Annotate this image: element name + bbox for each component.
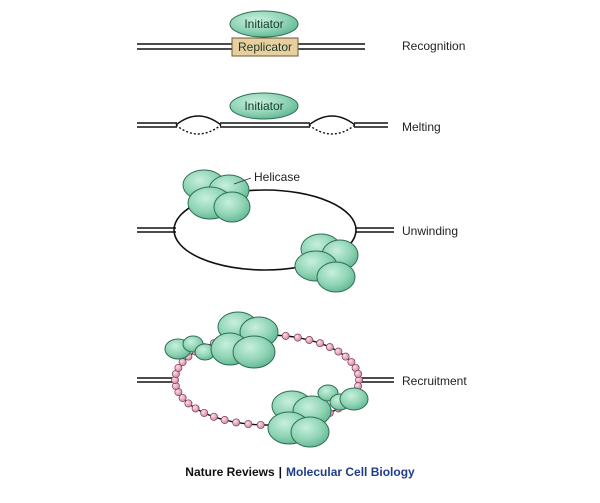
helicase-complex bbox=[267, 390, 332, 448]
stage-recruitment: Recruitment bbox=[137, 311, 467, 448]
melted-bubble-left bbox=[175, 115, 222, 135]
replicator-box bbox=[231, 37, 299, 57]
primer-bead bbox=[184, 399, 193, 408]
primer-bead bbox=[256, 420, 265, 429]
stage-melting: Initiator Melting bbox=[137, 92, 441, 135]
initiator-protein bbox=[229, 10, 299, 38]
replicator-label: Replicator bbox=[238, 40, 292, 54]
primer-bead bbox=[325, 343, 334, 352]
initiator-label: Initiator bbox=[244, 99, 283, 113]
primer-bead bbox=[316, 339, 325, 348]
primer-bead bbox=[281, 331, 290, 340]
small-protein-cluster bbox=[164, 335, 216, 361]
primer-bead bbox=[334, 347, 343, 356]
primer-bead bbox=[232, 418, 241, 427]
dna-duplex bbox=[137, 377, 394, 383]
helicase-complex bbox=[182, 169, 251, 223]
credit-journal: Nature Reviews bbox=[185, 465, 275, 479]
small-protein-cluster bbox=[317, 384, 369, 411]
stage-label-recruitment: Recruitment bbox=[402, 374, 467, 388]
dna-duplex bbox=[137, 122, 388, 128]
stage-unwinding: Helicase Unwinding bbox=[137, 169, 458, 293]
primer-bead bbox=[293, 333, 302, 342]
replication-bubble bbox=[173, 189, 357, 271]
primer-bead bbox=[178, 393, 187, 402]
stage-label-recognition: Recognition bbox=[402, 39, 465, 53]
helicase-complex bbox=[294, 233, 359, 293]
primer-bead bbox=[174, 363, 183, 372]
figure-credit: Nature Reviews|Molecular Cell Biology bbox=[0, 465, 600, 479]
dna-duplex bbox=[137, 227, 394, 233]
stage-recognition: Replicator Initiator Recognition bbox=[137, 10, 465, 57]
primer-bead bbox=[305, 336, 314, 344]
primer-bead bbox=[200, 408, 209, 417]
helicase-label: Helicase bbox=[254, 170, 300, 184]
helicase-complex bbox=[210, 311, 279, 369]
credit-separator: | bbox=[278, 465, 283, 479]
primer-bead bbox=[244, 420, 253, 429]
stage-label-melting: Melting bbox=[402, 120, 441, 134]
primer-bead bbox=[209, 412, 218, 421]
helicase-leader-line bbox=[233, 177, 252, 185]
primer-bead bbox=[191, 404, 200, 413]
primer-bead bbox=[347, 358, 356, 367]
primer-bead bbox=[220, 416, 229, 424]
primer-bead bbox=[354, 369, 363, 378]
stage-label-unwinding: Unwinding bbox=[402, 224, 458, 238]
primer-bead bbox=[178, 358, 187, 367]
initiator-label: Initiator bbox=[244, 17, 283, 31]
initiator-protein bbox=[229, 92, 299, 120]
credit-title: Molecular Cell Biology bbox=[286, 465, 415, 479]
primer-bead bbox=[341, 352, 350, 361]
melted-bubble-right bbox=[308, 115, 356, 135]
